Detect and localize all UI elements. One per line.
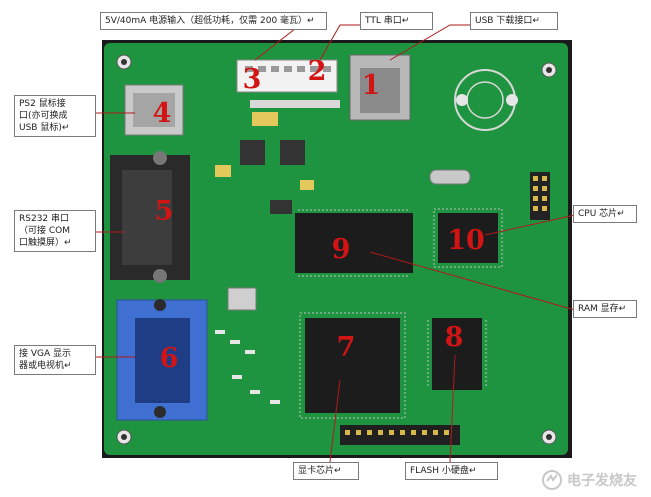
marker-8: 8 bbox=[444, 322, 464, 353]
marker-6: 6 bbox=[159, 343, 179, 374]
cpu-chip bbox=[438, 213, 498, 263]
marker-3: 3 bbox=[242, 64, 262, 95]
callout-vga: 接 VGA 显示 器或电视机↵ bbox=[14, 345, 96, 375]
marker-4: 4 bbox=[152, 98, 172, 129]
callout-graphics-chip: 显卡芯片↵ bbox=[293, 462, 359, 480]
watermark-text: 电子发烧友 bbox=[567, 473, 637, 489]
flash-chip bbox=[432, 318, 482, 390]
marker-7: 7 bbox=[336, 332, 356, 363]
callout-power-input: 5V/40mA 电源输入（超低功耗，仅需 200 毫瓦）↵ bbox=[100, 12, 327, 30]
callout-ttl-serial: TTL 串口↵ bbox=[360, 12, 433, 30]
callout-ps2-mouse: PS2 鼠标接 口(亦可换成 USB 鼠标)↵ bbox=[14, 95, 96, 137]
watermark: 电子发烧友 bbox=[541, 469, 637, 491]
header-connector bbox=[236, 59, 338, 93]
marker-9: 9 bbox=[331, 234, 351, 265]
marker-5: 5 bbox=[154, 196, 174, 227]
callout-cpu: CPU 芯片↵ bbox=[573, 205, 637, 223]
callout-usb-download: USB 下载接口↵ bbox=[470, 12, 558, 30]
marker-10: 10 bbox=[447, 225, 485, 256]
graphics-chip bbox=[305, 318, 400, 413]
marker-1: 1 bbox=[361, 70, 381, 101]
callout-flash: FLASH 小硬盘↵ bbox=[405, 462, 498, 480]
marker-2: 2 bbox=[307, 56, 327, 87]
callout-ram: RAM 显存↵ bbox=[573, 300, 637, 318]
callout-rs232: RS232 串口 （可接 COM 口触摸屏）↵ bbox=[14, 210, 96, 252]
ram-chip bbox=[295, 213, 413, 273]
watermark-logo-icon bbox=[542, 470, 562, 490]
